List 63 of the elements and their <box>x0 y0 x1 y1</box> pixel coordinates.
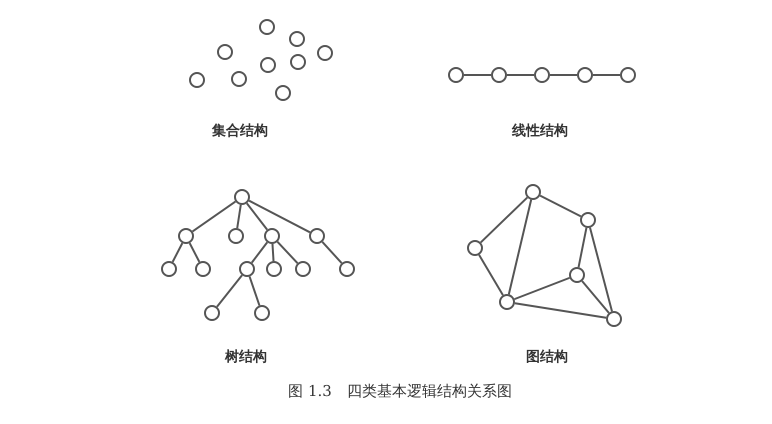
circle-node <box>339 261 355 277</box>
circle-node <box>467 240 483 256</box>
connector-line <box>514 276 570 300</box>
connector-line <box>322 241 342 264</box>
connector-line <box>248 276 260 306</box>
circle-node <box>260 57 276 73</box>
circle-node <box>534 67 550 83</box>
connector-line <box>589 227 613 312</box>
circle-node <box>525 184 541 200</box>
circle-node <box>448 67 464 83</box>
circle-node <box>580 212 596 228</box>
connector-line <box>192 200 236 232</box>
circle-node <box>606 311 622 327</box>
connector-line <box>251 242 268 264</box>
connector-line <box>271 244 275 262</box>
structure-label: 集合结构 <box>212 122 268 140</box>
connector-line <box>550 74 577 76</box>
circle-node <box>491 67 507 83</box>
circle-node <box>620 67 636 83</box>
circle-node <box>499 294 515 310</box>
connector-line <box>581 280 610 314</box>
figure-caption: 图 1.3 四类基本逻辑结构关系图 <box>288 382 512 401</box>
circle-node <box>234 189 250 205</box>
structure-label: 树结构 <box>225 348 267 366</box>
connector-line <box>514 302 606 319</box>
circle-node <box>204 305 220 321</box>
connector-line <box>248 200 310 234</box>
circle-node <box>217 44 233 60</box>
connector-line <box>236 204 242 228</box>
connector-line <box>593 74 620 76</box>
circle-node <box>569 267 585 283</box>
connector-line <box>540 194 582 218</box>
connector-line <box>578 228 588 268</box>
connector-line <box>172 242 184 262</box>
circle-node <box>259 19 275 35</box>
circle-node <box>309 228 325 244</box>
connector-line <box>188 242 200 262</box>
connector-line <box>478 254 504 296</box>
circle-node <box>290 54 306 70</box>
circle-node <box>254 305 270 321</box>
circle-node <box>289 31 305 47</box>
connector-line <box>246 202 268 230</box>
structure-label: 图结构 <box>526 348 568 366</box>
circle-node <box>275 85 291 101</box>
circle-node <box>317 45 333 61</box>
circle-node <box>231 71 247 87</box>
circle-node <box>189 72 205 88</box>
circle-node <box>264 228 280 244</box>
connector-line <box>464 74 491 76</box>
circle-node <box>295 261 311 277</box>
connector-line <box>216 274 243 308</box>
circle-node <box>178 228 194 244</box>
circle-node <box>266 261 282 277</box>
connector-line <box>276 241 298 264</box>
circle-node <box>195 261 211 277</box>
connector-line <box>480 196 528 244</box>
connector-line <box>508 200 532 294</box>
circle-node <box>228 228 244 244</box>
circle-node <box>161 261 177 277</box>
circle-node <box>239 261 255 277</box>
structure-label: 线性结构 <box>512 122 568 140</box>
connector-line <box>507 74 534 76</box>
circle-node <box>577 67 593 83</box>
